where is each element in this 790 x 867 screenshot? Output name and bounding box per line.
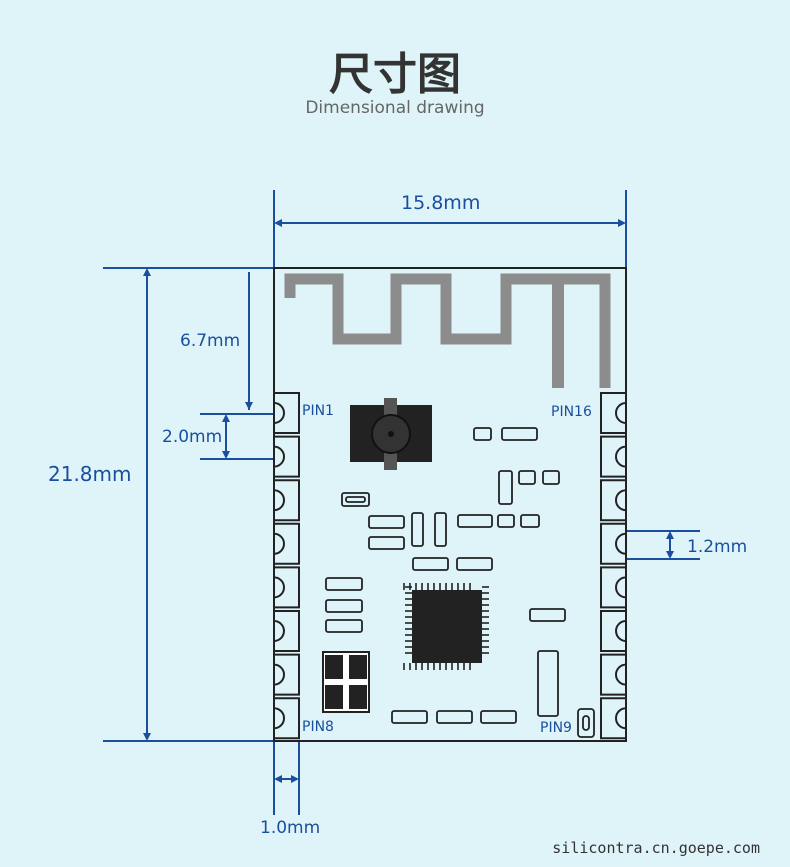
castellated-pad-right [600, 522, 627, 565]
pin16-label: PIN16 [551, 404, 592, 420]
castellated-pad-right [600, 435, 627, 478]
castellated-pad-left [273, 697, 300, 740]
castellated-pad-right [600, 653, 627, 696]
pad-width-label: 1.2mm [687, 537, 748, 557]
castellated-pad-left [273, 392, 300, 434]
castellated-pad-right [600, 392, 627, 434]
castellated-pad-left [273, 653, 300, 696]
castellated-pad-left [273, 566, 300, 609]
components [322, 398, 482, 713]
pad-depth-label: 1.0mm [260, 818, 321, 838]
castellated-pad-left [273, 479, 300, 522]
castellated-pad-right [600, 610, 627, 652]
castellated-pad-right [600, 479, 627, 522]
castellated-pad-right [600, 697, 627, 740]
page-subtitle: Dimensional drawing [305, 98, 485, 118]
castellated-pad-right [600, 566, 627, 609]
height-label: 21.8mm [48, 462, 132, 486]
page-title: 尺寸图 [329, 49, 461, 100]
antenna-height-label: 6.7mm [180, 331, 241, 351]
castellated-pad-left [273, 522, 300, 565]
pcb-antenna [284, 273, 611, 388]
dimension-lines [103, 190, 700, 815]
castellated-pad-left [273, 435, 300, 478]
passive-components [325, 427, 595, 738]
pin8-label: PIN8 [302, 719, 334, 735]
castellated-pad-left [273, 610, 300, 652]
castellated-pads [273, 392, 627, 740]
pin1-label: PIN1 [302, 403, 334, 419]
width-label: 15.8mm [401, 192, 481, 214]
site-url: silicontra.cn.goepe.com [552, 839, 760, 857]
pin-pitch-label: 2.0mm [162, 427, 223, 447]
mcu-chip [412, 590, 482, 663]
pin9-label: PIN9 [540, 720, 572, 736]
